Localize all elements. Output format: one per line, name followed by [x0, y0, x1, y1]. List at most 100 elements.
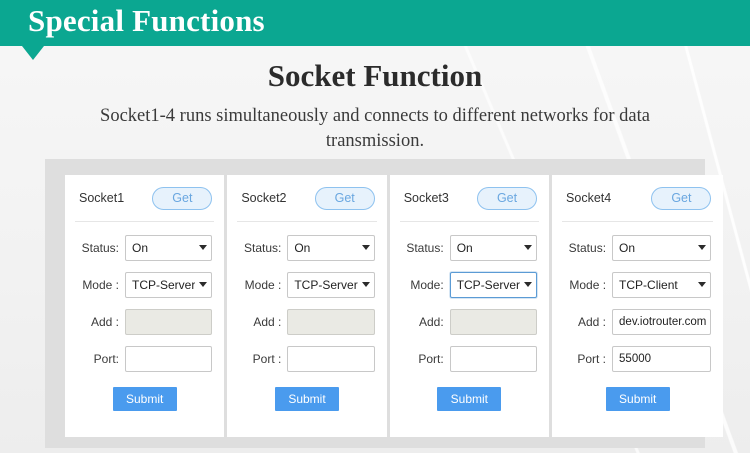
chevron-down-icon — [524, 245, 533, 250]
page-subtitle: Socket1-4 runs simultaneously and connec… — [100, 106, 650, 151]
port-field-row: Port : — [227, 340, 386, 377]
mode-label: Mode: — [410, 277, 444, 292]
status-label: Status: — [568, 240, 607, 255]
status-select-value: On — [294, 240, 311, 255]
mode-select[interactable]: TCP-Server — [287, 271, 375, 298]
port-input[interactable] — [449, 345, 538, 372]
status-field-row: Status: On — [227, 229, 386, 266]
socket-card-header: Socket4 Get — [552, 175, 723, 221]
socket-card-2: Socket2 Get Status: On Mode : TCP-Server… — [227, 175, 387, 437]
port-input[interactable] — [287, 345, 375, 372]
port-field-row: Port: — [65, 340, 224, 377]
mode-label: Mode : — [244, 277, 282, 292]
mode-select-value: TCP-Server — [456, 277, 521, 292]
status-select[interactable]: On — [449, 234, 538, 261]
card-divider — [562, 221, 714, 222]
submit-row: Submit — [390, 387, 549, 411]
port-field-row: Port : 55000 — [552, 340, 723, 377]
address-label: Add : — [253, 314, 282, 329]
mode-field-row: Mode: TCP-Server — [390, 266, 549, 303]
socket-card-header: Socket2 Get — [227, 175, 386, 221]
card-divider — [399, 221, 540, 222]
mode-field-row: Mode : TCP-Server — [65, 266, 224, 303]
chevron-down-icon — [199, 245, 208, 250]
submit-row: Submit — [552, 387, 723, 411]
chevron-down-icon — [361, 245, 370, 250]
address-input — [125, 308, 213, 335]
banner-title: Special Functions — [28, 3, 265, 38]
address-input-value: dev.iotrouter.com — [619, 315, 707, 328]
port-label: Port: — [93, 351, 119, 366]
port-label: Port : — [577, 351, 607, 366]
submit-row: Submit — [227, 387, 386, 411]
address-field-row: Add : — [227, 303, 386, 340]
address-field-row: Add: — [390, 303, 549, 340]
address-input — [449, 308, 538, 335]
status-field-row: Status: On — [390, 229, 549, 266]
mode-select[interactable]: TCP-Client — [612, 271, 712, 298]
get-button[interactable]: Get — [152, 186, 213, 210]
address-input[interactable]: dev.iotrouter.com — [612, 308, 712, 335]
address-field-row: Add : — [65, 303, 224, 340]
submit-button[interactable]: Submit — [112, 387, 177, 411]
submit-button[interactable]: Submit — [437, 387, 502, 411]
socket-card-title: Socket3 — [403, 191, 449, 205]
port-field-row: Port: — [390, 340, 549, 377]
port-label: Port: — [418, 351, 444, 366]
status-select-value: On — [132, 240, 149, 255]
card-divider — [237, 221, 377, 222]
mode-select-value: TCP-Server — [294, 277, 358, 292]
socket-card-title: Socket1 — [79, 191, 125, 205]
socket-panel: Socket1 Get Status: On Mode : TCP-Server… — [45, 159, 724, 448]
chevron-down-icon — [199, 282, 208, 287]
socket-card-1: Socket1 Get Status: On Mode : TCP-Server… — [65, 175, 225, 437]
chevron-down-icon — [361, 282, 370, 287]
socket-card-title: Socket2 — [241, 191, 287, 205]
port-input[interactable] — [125, 345, 213, 372]
submit-button[interactable]: Submit — [605, 387, 670, 411]
mode-select[interactable]: TCP-Server — [125, 271, 213, 298]
port-input[interactable]: 55000 — [612, 345, 712, 372]
status-field-row: Status: On — [65, 229, 224, 266]
status-label: Status: — [243, 240, 282, 255]
mode-field-row: Mode : TCP-Client — [552, 266, 723, 303]
get-button[interactable]: Get — [651, 186, 712, 210]
card-divider — [75, 221, 215, 222]
chevron-down-icon — [698, 245, 707, 250]
get-button[interactable]: Get — [477, 186, 538, 210]
mode-label: Mode : — [82, 277, 119, 292]
address-field-row: Add : dev.iotrouter.com — [552, 303, 723, 340]
mode-select-value: TCP-Server — [132, 277, 196, 292]
port-label: Port : — [252, 351, 282, 366]
status-label: Status: — [406, 240, 444, 255]
status-select[interactable]: On — [125, 234, 213, 261]
mode-select[interactable]: TCP-Server — [449, 271, 538, 298]
socket-card-list: Socket1 Get Status: On Mode : TCP-Server… — [65, 175, 724, 437]
chevron-down-icon — [524, 282, 533, 287]
status-select[interactable]: On — [287, 234, 375, 261]
status-select-value: On — [619, 240, 636, 255]
submit-button[interactable]: Submit — [275, 387, 340, 411]
socket-card-header: Socket1 Get — [65, 175, 224, 221]
status-label: Status: — [81, 240, 119, 255]
status-select-value: On — [456, 240, 473, 255]
status-field-row: Status: On — [552, 229, 723, 266]
address-label: Add : — [578, 314, 607, 329]
socket-card-3: Socket3 Get Status: On Mode: TCP-Server … — [389, 175, 550, 437]
socket-card-header: Socket3 Get — [390, 175, 549, 221]
chevron-down-icon — [698, 282, 707, 287]
mode-label: Mode : — [569, 277, 607, 292]
address-label: Add: — [419, 314, 444, 329]
get-button[interactable]: Get — [314, 186, 375, 210]
port-input-value: 55000 — [619, 352, 652, 365]
page-title: Socket Function — [267, 58, 483, 93]
mode-select-value: TCP-Client — [619, 277, 678, 292]
socket-card-4: Socket4 Get Status: On Mode : TCP-Client… — [552, 175, 724, 437]
page-banner: Special Functions — [0, 0, 750, 46]
submit-row: Submit — [65, 387, 224, 411]
mode-field-row: Mode : TCP-Server — [227, 266, 386, 303]
banner-notch-triangle — [22, 46, 44, 60]
status-select[interactable]: On — [612, 234, 712, 261]
address-label: Add : — [90, 314, 119, 329]
